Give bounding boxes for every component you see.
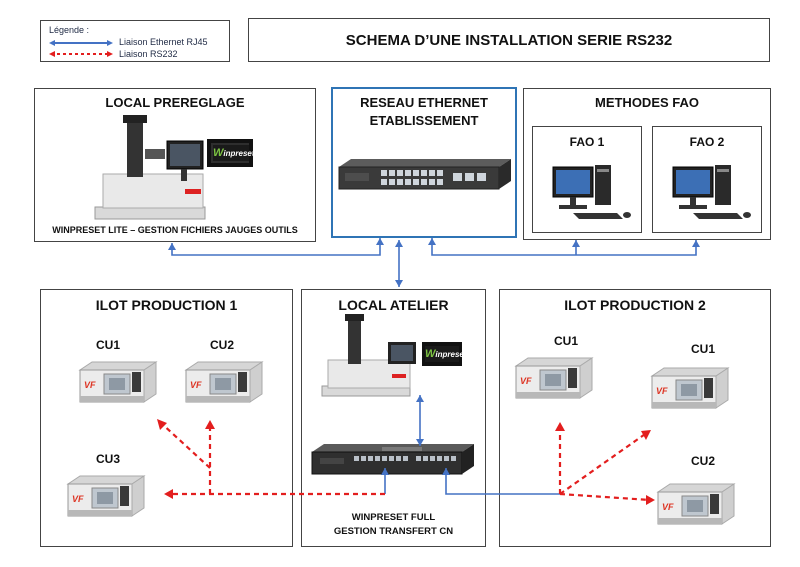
ilot-production-2-box: ILOT PRODUCTION 2 CU1 CU1 CU2 — [499, 289, 771, 547]
ilot1-cu3-label: CU3 — [96, 452, 121, 466]
fao2-label: FAO 2 — [689, 135, 725, 149]
local-atelier-box: LOCAL ATELIER Winpreset WINPRESET FULL G… — [301, 289, 486, 547]
rs232-arrowheads — [157, 419, 655, 505]
atelier-caption-line1: WINPRESET FULL — [351, 512, 436, 523]
fao1-box: FAO 1 — [532, 126, 642, 233]
ilot2-cu1a-label: CU1 — [554, 334, 579, 348]
ilot2-cu2-label: CU2 — [691, 454, 716, 468]
reseau-ethernet-box: RESEAU ETHERNET ETABLISSEMENT — [331, 87, 517, 238]
main-title-box: SCHEMA D’UNE INSTALLATION SERIE RS232 — [248, 18, 770, 62]
svg-text:VF: VF — [72, 494, 84, 504]
cnc-machine-icon: VF — [184, 361, 264, 403]
legend-arrow-right-red-icon — [107, 51, 113, 57]
winpreset-logo-left: Winpreset — [213, 145, 255, 161]
svg-text:VF: VF — [190, 380, 202, 390]
legend-title: Légende : — [49, 25, 90, 35]
local-prereglage-caption: WINPRESET LITE – GESTION FICHIERS JAUGES… — [52, 225, 298, 235]
legend-arrow-right-icon — [107, 40, 113, 46]
computer-icon-fao2 — [672, 165, 751, 219]
local-prereglage-box: LOCAL PREREGLAGE Winpreset WINPRESET LIT… — [34, 88, 316, 242]
ilot1-title: ILOT PRODUCTION 1 — [95, 297, 238, 313]
svg-text:VF: VF — [662, 502, 674, 512]
ilot2-cu1b-label: CU1 — [691, 342, 716, 356]
cnc-machine-ilot2-cu2: VF — [654, 478, 740, 533]
ethernet-links — [171, 238, 697, 495]
main-title: SCHEMA D’UNE INSTALLATION SERIE RS232 — [345, 32, 673, 49]
cnc-machine-ilot2-cu1a: VF — [512, 352, 598, 407]
cnc-machine-icon: VF — [514, 357, 594, 399]
legend-box: Légende : Liaison Ethernet RJ45 Liaison … — [40, 20, 230, 62]
cnc-machine-ilot1-cu2: VF — [182, 356, 268, 411]
rs232-links — [159, 421, 651, 502]
reseau-title-line1: RESEAU ETHERNET — [360, 95, 488, 110]
winpreset-logo-atelier: Winpreset — [425, 346, 467, 362]
cnc-machine-ilot1-cu1: VF — [76, 356, 162, 411]
fao1-label: FAO 1 — [569, 135, 605, 149]
cnc-machine-ilot2-cu1b: VF — [648, 362, 734, 417]
ethernet-switch-icon — [338, 159, 511, 190]
reseau-title-line2: ETABLISSEMENT — [369, 113, 479, 128]
cnc-machine-icon: VF — [66, 475, 146, 517]
atelier-caption-line2: GESTION TRANSFERT CN — [333, 526, 454, 537]
fao2-box: FAO 2 — [652, 126, 762, 233]
legend-arrow-left-icon — [49, 40, 55, 46]
ilot1-cu1-label: CU1 — [96, 338, 121, 352]
legend-rs232-label: Liaison RS232 — [119, 49, 178, 59]
methodes-title: METHODES FAO — [594, 95, 699, 110]
legend-arrow-left-red-icon — [49, 51, 55, 57]
computer-icon-fao1 — [552, 165, 631, 219]
ethernet-arrowheads — [168, 238, 700, 475]
cnc-machine-icon: VF — [78, 361, 158, 403]
cnc-machine-ilot1-cu3: VF — [64, 470, 150, 525]
ilot1-cu2-label: CU2 — [210, 338, 235, 352]
atelier-title: LOCAL ATELIER — [338, 297, 449, 313]
svg-text:VF: VF — [656, 386, 668, 396]
cnc-machine-icon: VF — [656, 483, 736, 525]
svg-text:VF: VF — [84, 380, 96, 390]
legend-lines — [49, 40, 113, 57]
local-prereglage-title: LOCAL PREREGLAGE — [105, 95, 245, 110]
methodes-fao-box: METHODES FAO FAO 1 FAO 2 — [523, 88, 771, 240]
svg-text:VF: VF — [520, 376, 532, 386]
legend-ethernet-label: Liaison Ethernet RJ45 — [119, 37, 208, 47]
ilot2-title: ILOT PRODUCTION 2 — [564, 297, 706, 313]
cnc-machine-icon: VF — [650, 367, 730, 409]
